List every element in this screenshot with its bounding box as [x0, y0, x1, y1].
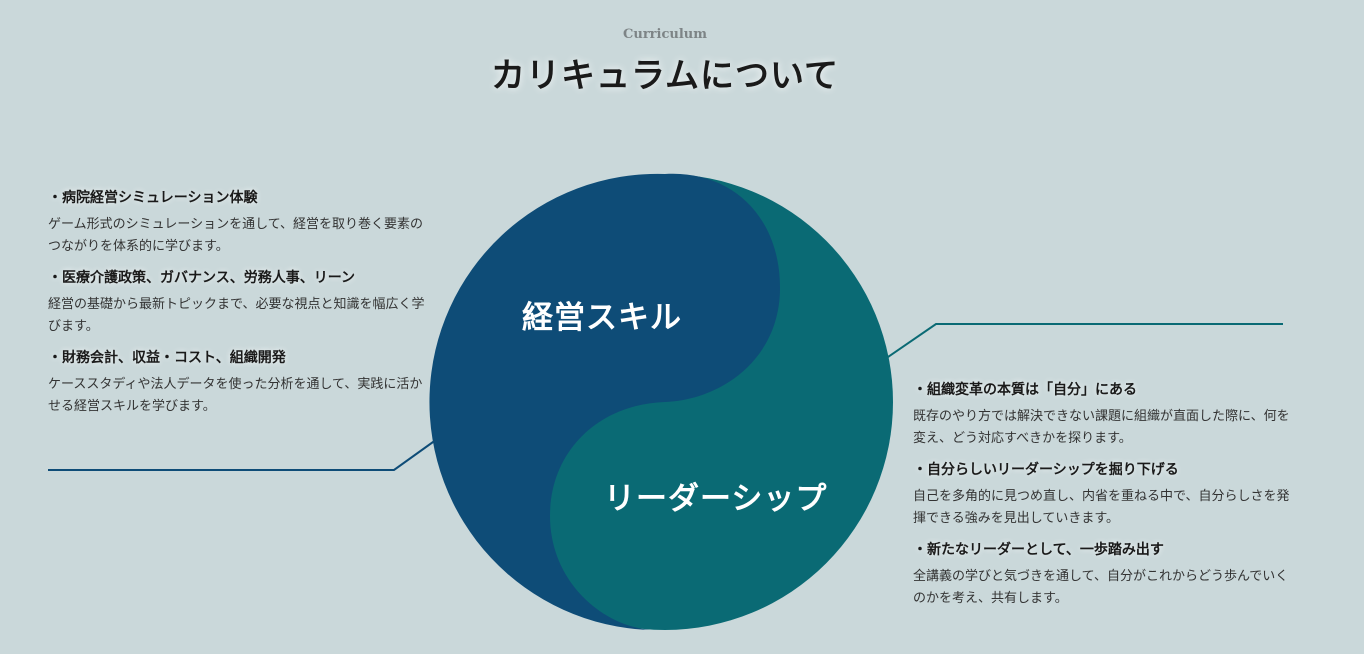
management-connector-line [48, 436, 441, 471]
item-heading: ・財務会計、収益・コスト、組織開発 [48, 350, 286, 366]
leadership-connector-line [887, 323, 1283, 358]
item-heading: ・組織変革の本質は「自分」にある [913, 382, 1137, 398]
list-item: ・病院経営シミュレーション体験 ゲーム形式のシミュレーションを通して、経営を取り… [48, 188, 428, 258]
item-heading: ・病院経営シミュレーション体験 [48, 190, 258, 206]
list-item: ・新たなリーダーとして、一歩踏み出す 全講義の学びと気づきを通して、自分がこれか… [913, 540, 1293, 610]
list-item: ・組織変革の本質は「自分」にある 既存のやり方では解決できない課題に組織が直面し… [913, 380, 1293, 450]
section-eyebrow: Curriculum [623, 27, 707, 42]
item-heading: ・新たなリーダーとして、一歩踏み出す [913, 542, 1164, 558]
item-description: 全講義の学びと気づきを通して、自分がこれからどう歩んでいくのかを考え、共有します… [913, 569, 1289, 606]
leadership-items-list: ・組織変革の本質は「自分」にある 既存のやり方では解決できない課題に組織が直面し… [913, 380, 1293, 620]
item-description: 自己を多角的に見つめ直し、内省を重ねる中で、自分らしさを発揮できる強みを見出して… [913, 489, 1290, 526]
management-items-list: ・病院経営シミュレーション体験 ゲーム形式のシミュレーションを通して、経営を取り… [48, 188, 428, 428]
item-description: 既存のやり方では解決できない課題に組織が直面した際に、何を変え、どう対応すべきか… [913, 409, 1290, 446]
item-description: ゲーム形式のシミュレーションを通して、経営を取り巻く要素のつながりを体系的に学び… [48, 217, 424, 254]
leadership-label: リーダーシップ [604, 481, 828, 517]
page-title: カリキュラムについて [491, 56, 839, 96]
list-item: ・財務会計、収益・コスト、組織開発 ケーススタディや法人データを使った分析を通し… [48, 348, 428, 418]
list-item: ・医療介護政策、ガバナンス、労務人事、リーン 経営の基礎から最新トピックまで、必… [48, 268, 428, 338]
item-description: ケーススタディや法人データを使った分析を通して、実践に活かせる経営スキルを学びま… [48, 377, 423, 414]
item-description: 経営の基礎から最新トピックまで、必要な視点と知識を幅広く学びます。 [48, 297, 425, 334]
item-heading: ・自分らしいリーダーシップを掘り下げる [913, 462, 1179, 478]
item-heading: ・医療介護政策、ガバナンス、労務人事、リーン [48, 270, 356, 286]
management-skill-label: 経営スキル [522, 300, 682, 336]
management-half [429, 173, 780, 630]
list-item: ・自分らしいリーダーシップを掘り下げる 自己を多角的に見つめ直し、内省を重ねる中… [913, 460, 1293, 530]
